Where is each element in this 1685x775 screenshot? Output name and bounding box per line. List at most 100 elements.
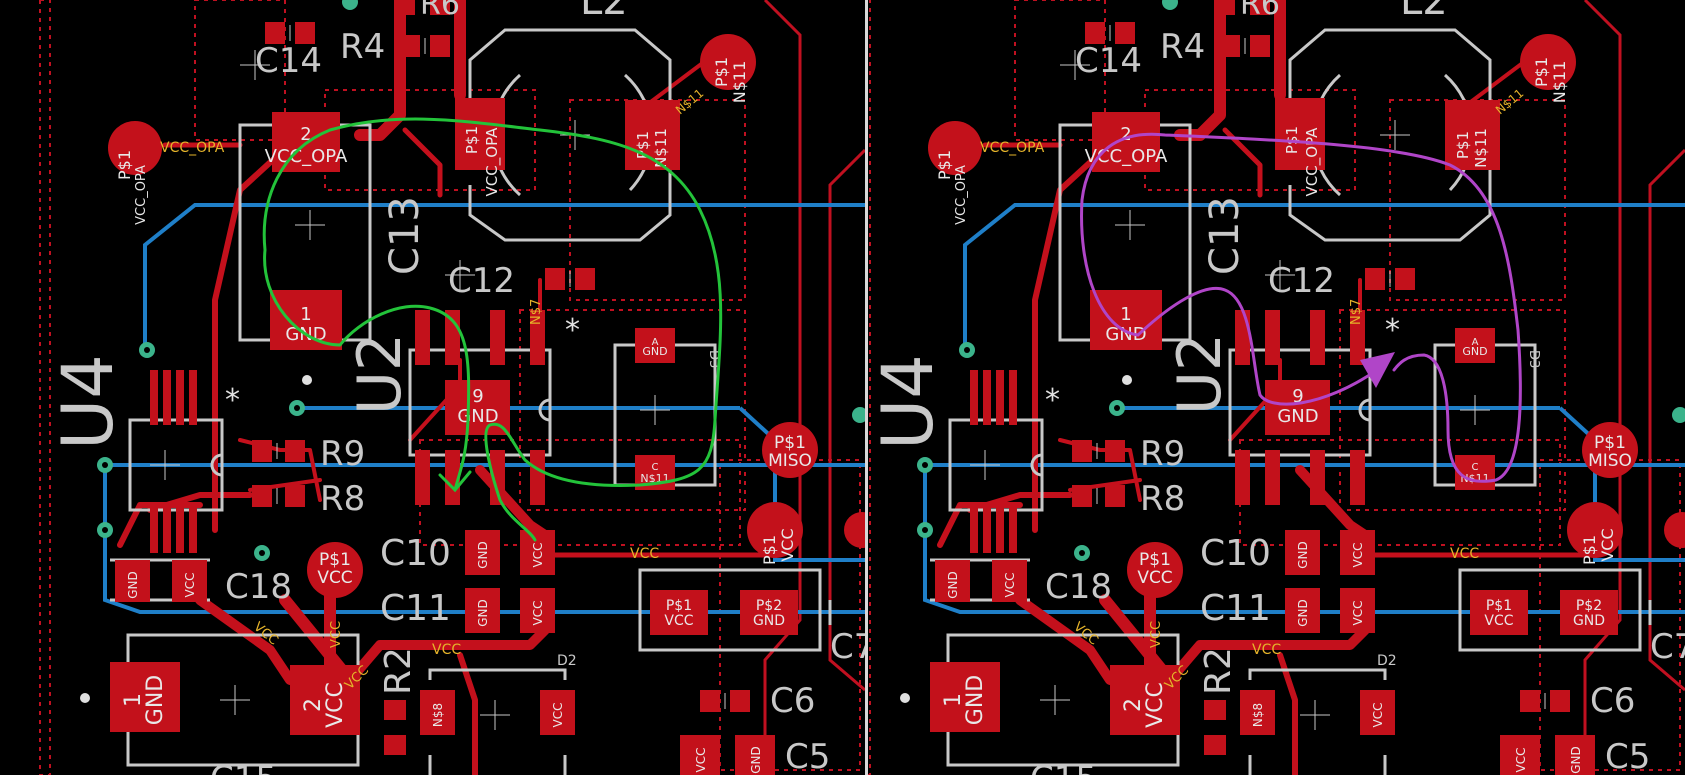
pcb-text: P$1 (712, 57, 731, 87)
label-r2: R2 (378, 647, 419, 695)
pcb-text: P$1 (319, 550, 351, 570)
pcb-text: 2 (1120, 124, 1131, 145)
label-l2: L2 (580, 0, 628, 24)
via-holes (922, 347, 1120, 556)
smd-passives (252, 0, 750, 755)
label-c15: C15 (1030, 759, 1097, 775)
pcb-text: GND (1296, 541, 1310, 569)
pcb-text: VCC (1514, 748, 1528, 773)
pcb-text: VCC (531, 543, 545, 568)
pcb-text: P$2 (1576, 598, 1602, 614)
test-points (108, 34, 865, 598)
pcb-text: P$1 (1532, 57, 1551, 87)
pcb-view-left[interactable]: * * C14 R4 R6 L2 C12 R9 R8 C10 C11 C18 C… (0, 0, 865, 775)
pcb-text: GND (642, 345, 667, 358)
label-c5: C5 (785, 737, 830, 775)
pin1-markers: * * (900, 313, 1400, 703)
test-points (928, 34, 1685, 598)
pcb-text: A (1472, 337, 1479, 348)
pcb-text: VCC (551, 703, 565, 728)
label-c14: C14 (1075, 41, 1142, 81)
pcb-text: VCC (1351, 601, 1365, 626)
pcb-text: 9 (472, 386, 483, 407)
pin1-markers: * * (80, 313, 580, 703)
board-edge (763, 0, 865, 775)
pcb-text: 9 (1292, 386, 1303, 407)
pcb-text: GND (963, 675, 988, 725)
pcb-text: 2 (301, 698, 326, 712)
pcb-text: VCC_OPA (483, 127, 502, 197)
pcb-view-right[interactable]: * * C14 R4 R6 L2 C12 R9 R8 C10 C11 C18 C… (868, 0, 1685, 775)
pcb-text: GND (749, 746, 763, 774)
smd-silk (276, 25, 726, 709)
pcb-text: P$1 (774, 433, 806, 453)
label-d2: D2 (1377, 653, 1397, 669)
smd-passives (1072, 0, 1570, 755)
label-r4: R4 (1160, 27, 1205, 67)
label-c10: C10 (380, 533, 451, 574)
label-r2: R2 (1198, 647, 1239, 695)
label-c6: C6 (1590, 681, 1635, 721)
label-u2: U2 (345, 333, 415, 415)
pcb-text: 1 (121, 693, 146, 707)
pcb-text: VCC_OPA (980, 140, 1045, 156)
pcb-board: * * C14 R4 R6 L2 C12 R9 R8 C10 C11 C18 C… (0, 0, 865, 775)
bottom-traces (923, 203, 1685, 614)
pcb-text: MISO (1588, 451, 1632, 471)
board-background (0, 0, 865, 775)
label-u4: U4 (868, 354, 949, 450)
pcb-text: GND (1569, 746, 1583, 774)
pcb-text: P$1 (666, 598, 692, 614)
pcb-text: 1 (941, 693, 966, 707)
label-d2: D2 (557, 653, 577, 669)
bottom-traces (103, 203, 865, 614)
label-c18: C18 (225, 567, 292, 607)
pcb-text: 2 (1121, 698, 1146, 712)
pcb-text: A (652, 337, 659, 348)
origin-crosshairs (970, 50, 1490, 730)
designators: C14 R4 R6 L2 C12 R9 R8 C10 C11 C18 C6 C5… (868, 0, 1685, 775)
pcb-text: GND (143, 675, 168, 725)
pcb-board: * * C14 R4 R6 L2 C12 R9 R8 C10 C11 C18 C… (868, 0, 1685, 775)
label-r6: R6 (420, 0, 460, 22)
pcb-text: N$7 (529, 299, 544, 325)
pcb-text: VCC (664, 613, 693, 629)
label-u4: U4 (47, 354, 129, 450)
pcb-text: GND (946, 571, 960, 599)
label-r9: R9 (320, 434, 365, 474)
pcb-text: GND (1105, 324, 1146, 345)
label-c12: C12 (1268, 261, 1335, 301)
label-c13: C13 (382, 196, 428, 275)
pcb-text: VCC (1371, 703, 1385, 728)
pcb-text: VCC (531, 601, 545, 626)
pin1-star: * (225, 383, 240, 418)
pcb-text: VCC (630, 546, 659, 562)
pcb-text: VCC (1003, 573, 1017, 598)
pcb-text: GND (126, 571, 140, 599)
label-c5: C5 (1605, 737, 1650, 775)
label-c12: C12 (448, 261, 515, 301)
smd-silk (1096, 25, 1546, 709)
large-pads (930, 98, 1618, 775)
pcb-text: VCC (317, 568, 352, 588)
pcb-text: VCC (694, 748, 708, 773)
label-c10: C10 (1200, 533, 1271, 574)
pcb-text: VCC (1137, 568, 1172, 588)
annotation-arrowhead (1360, 352, 1395, 388)
pin1-star: * (1045, 383, 1060, 418)
pcb-text: P$1 (1454, 131, 1472, 159)
label-c7: C7 (1650, 627, 1685, 667)
pcb-text: P$1 (935, 150, 954, 180)
pcb-text: VCC_OPA (265, 146, 348, 167)
pcb-text: 1 (1120, 304, 1131, 325)
u4-pins (970, 370, 1017, 553)
pcb-text: N$11 (1472, 128, 1490, 168)
pcb-text: GND (476, 541, 490, 569)
pcb-text: VCC (1143, 682, 1168, 728)
u2-pins (1235, 310, 1365, 505)
label-c13: C13 (1202, 196, 1248, 275)
label-c15: C15 (210, 759, 277, 775)
pcb-text: P$1 (115, 150, 134, 180)
pcb-text: VCC (1598, 528, 1617, 561)
label-u2: U2 (1165, 333, 1235, 415)
